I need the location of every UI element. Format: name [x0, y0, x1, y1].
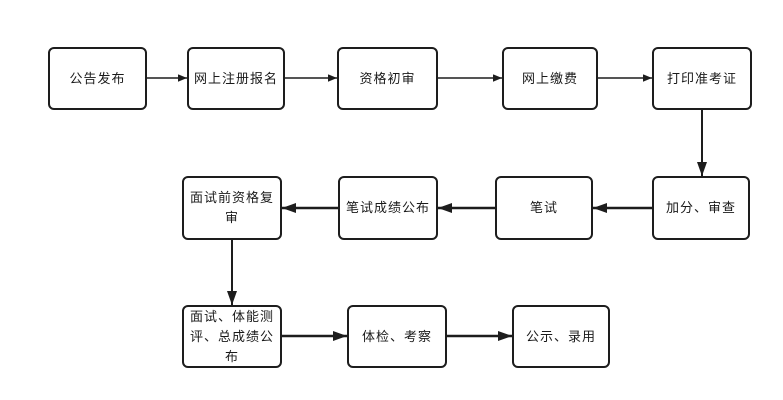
node-pre-interview-recheck: 面试前资格复审: [182, 176, 282, 240]
node-publicity-employment: 公示、录用: [512, 305, 610, 368]
node-bonus-review: 加分、审查: [652, 176, 750, 240]
node-physical-inspection: 体检、考察: [347, 305, 447, 368]
node-interview-fitness-total-score: 面试、体能测评、总成绩公布: [182, 305, 282, 368]
node-initial-review: 资格初审: [337, 47, 438, 110]
node-written-results: 笔试成绩公布: [338, 176, 438, 240]
node-announcement: 公告发布: [48, 47, 147, 110]
node-online-registration: 网上注册报名: [187, 47, 285, 110]
node-print-ticket: 打印准考证: [652, 47, 752, 110]
node-written-exam: 笔试: [495, 176, 593, 240]
node-online-payment: 网上缴费: [502, 47, 598, 110]
